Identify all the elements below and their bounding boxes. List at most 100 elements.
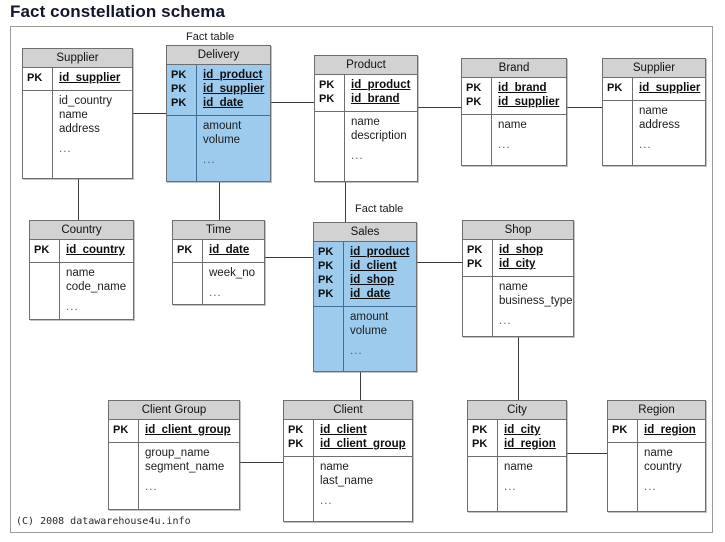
key-flag-column: PK <box>173 240 203 262</box>
entity-shop[interactable]: Shop PK PK id_shop id_city name business… <box>462 220 574 337</box>
attribute: name <box>499 281 528 293</box>
pk-flag: PK <box>472 424 488 436</box>
key-field-column: id_client_group <box>139 420 239 442</box>
key-flag-column: PK PK PK <box>167 65 197 115</box>
key-flag-column: PK PK <box>284 420 314 456</box>
entity-key-section: PK id_client_group <box>109 420 239 443</box>
pk-flag: PK <box>466 82 482 94</box>
key-flag-column <box>463 277 493 336</box>
key-field: id_client <box>350 260 397 272</box>
entity-key-section: PK PK PK PK id_product id_client id_shop… <box>314 242 416 307</box>
entity-city[interactable]: City PK PK id_city id_region name ... <box>467 400 567 512</box>
entity-attribute-section: name code_name ... <box>30 263 133 319</box>
key-field-column: id_supplier <box>53 68 132 90</box>
key-field-column: id_product id_supplier id_date <box>197 65 270 115</box>
entity-attribute-section: name description ... <box>315 112 417 181</box>
connector-supplier-delivery <box>133 113 166 114</box>
key-flag-column <box>173 263 203 304</box>
connector-product-sales <box>345 182 346 223</box>
attribute: name <box>498 119 527 131</box>
entity-key-section: PK id_date <box>173 240 264 263</box>
attribute-column: name description ... <box>345 112 417 181</box>
key-field: id_region <box>504 438 556 450</box>
key-field: id_supplier <box>639 82 701 94</box>
entity-delivery[interactable]: Delivery PK PK PK id_product id_supplier… <box>166 45 271 182</box>
attribute-ellipsis: ... <box>66 301 79 313</box>
entity-supplier-left[interactable]: Supplier PK id_supplier id_country name … <box>22 48 133 179</box>
key-field: id_region <box>644 424 696 436</box>
key-flag-column: PK PK <box>315 75 345 111</box>
key-flag-column: PK <box>23 68 53 90</box>
entity-time[interactable]: Time PK id_date week_no ... <box>172 220 265 305</box>
entity-title: Client Group <box>109 401 239 420</box>
attribute-column: name last_name ... <box>314 457 412 521</box>
attribute-ellipsis: ... <box>504 481 517 493</box>
caption-delivery-fact-table: Fact table <box>186 31 235 43</box>
entity-title: Supplier <box>23 49 132 68</box>
entity-brand[interactable]: Brand PK PK id_brand id_supplier name ..… <box>461 58 567 166</box>
pk-flag: PK <box>467 244 483 256</box>
attribute: last_name <box>320 475 374 487</box>
entity-key-section: PK id_region <box>608 420 705 443</box>
connector-sales-shop <box>417 262 462 263</box>
key-flag-column <box>315 112 345 181</box>
entity-client[interactable]: Client PK PK id_client id_client_group n… <box>283 400 413 522</box>
entity-title: Brand <box>462 59 566 78</box>
attribute: volume <box>350 325 388 337</box>
entity-attribute-section: name ... <box>468 457 566 511</box>
attribute: segment_name <box>145 461 225 473</box>
attribute: description <box>351 130 407 142</box>
attribute-column: group_name segment_name ... <box>139 443 239 509</box>
entity-attribute-section: name country ... <box>608 443 705 511</box>
key-flag-column: PK <box>109 420 139 442</box>
attribute-ellipsis: ... <box>350 345 363 357</box>
key-flag-column: PK <box>30 240 60 262</box>
attribute: name <box>644 447 673 459</box>
entity-region[interactable]: Region PK id_region name country ... <box>607 400 706 512</box>
entity-client-group[interactable]: Client Group PK id_client_group group_na… <box>108 400 240 510</box>
entity-title: Shop <box>463 221 573 240</box>
key-flag-column <box>23 91 53 178</box>
key-field: id_product <box>350 246 410 258</box>
key-field: id_country <box>66 244 125 256</box>
caption-sales-fact-table: Fact table <box>355 203 404 215</box>
entity-key-section: PK PK id_shop id_city <box>463 240 573 277</box>
key-field-column: id_brand id_supplier <box>492 78 566 114</box>
entity-attribute-section: amount volume ... <box>167 116 270 181</box>
pk-flag: PK <box>318 274 334 286</box>
key-field: id_shop <box>350 274 395 286</box>
key-field-column: id_city id_region <box>498 420 566 456</box>
attribute-ellipsis: ... <box>498 139 511 151</box>
entity-title: Country <box>30 221 133 240</box>
connector-time-sales <box>265 257 313 258</box>
key-flag-column <box>468 457 498 511</box>
connector-clientgroup-client <box>240 462 283 463</box>
key-field-column: id_client id_client_group <box>314 420 412 456</box>
attribute-column: name business_type ... <box>493 277 573 336</box>
key-flag-column: PK PK <box>462 78 492 114</box>
attribute-ellipsis: ... <box>145 481 158 493</box>
entity-sales[interactable]: Sales PK PK PK PK id_product id_client i… <box>313 222 417 372</box>
attribute: name <box>504 461 533 473</box>
pk-flag: PK <box>171 69 187 81</box>
key-field: id_supplier <box>59 72 121 84</box>
connector-shop-city <box>518 337 519 400</box>
entity-attribute-section: week_no ... <box>173 263 264 304</box>
pk-flag: PK <box>607 82 623 94</box>
entity-product[interactable]: Product PK PK id_product id_brand name d… <box>314 55 418 182</box>
key-field: id_product <box>203 69 263 81</box>
key-field: id_supplier <box>203 83 265 95</box>
attribute: id_country <box>59 95 113 107</box>
key-flag-column: PK PK PK PK <box>314 242 344 306</box>
connector-city-region <box>567 453 607 454</box>
key-flag-column <box>314 307 344 371</box>
key-field: id_brand <box>351 93 400 105</box>
pk-flag: PK <box>171 83 187 95</box>
attribute-column: id_country name address ... <box>53 91 132 178</box>
key-field: id_city <box>499 258 536 270</box>
entity-title: City <box>468 401 566 420</box>
attribute-column: name ... <box>498 457 566 511</box>
entity-supplier-right[interactable]: Supplier PK id_supplier name address ... <box>602 58 706 166</box>
attribute: name <box>320 461 349 473</box>
entity-country[interactable]: Country PK id_country name code_name ... <box>29 220 134 320</box>
